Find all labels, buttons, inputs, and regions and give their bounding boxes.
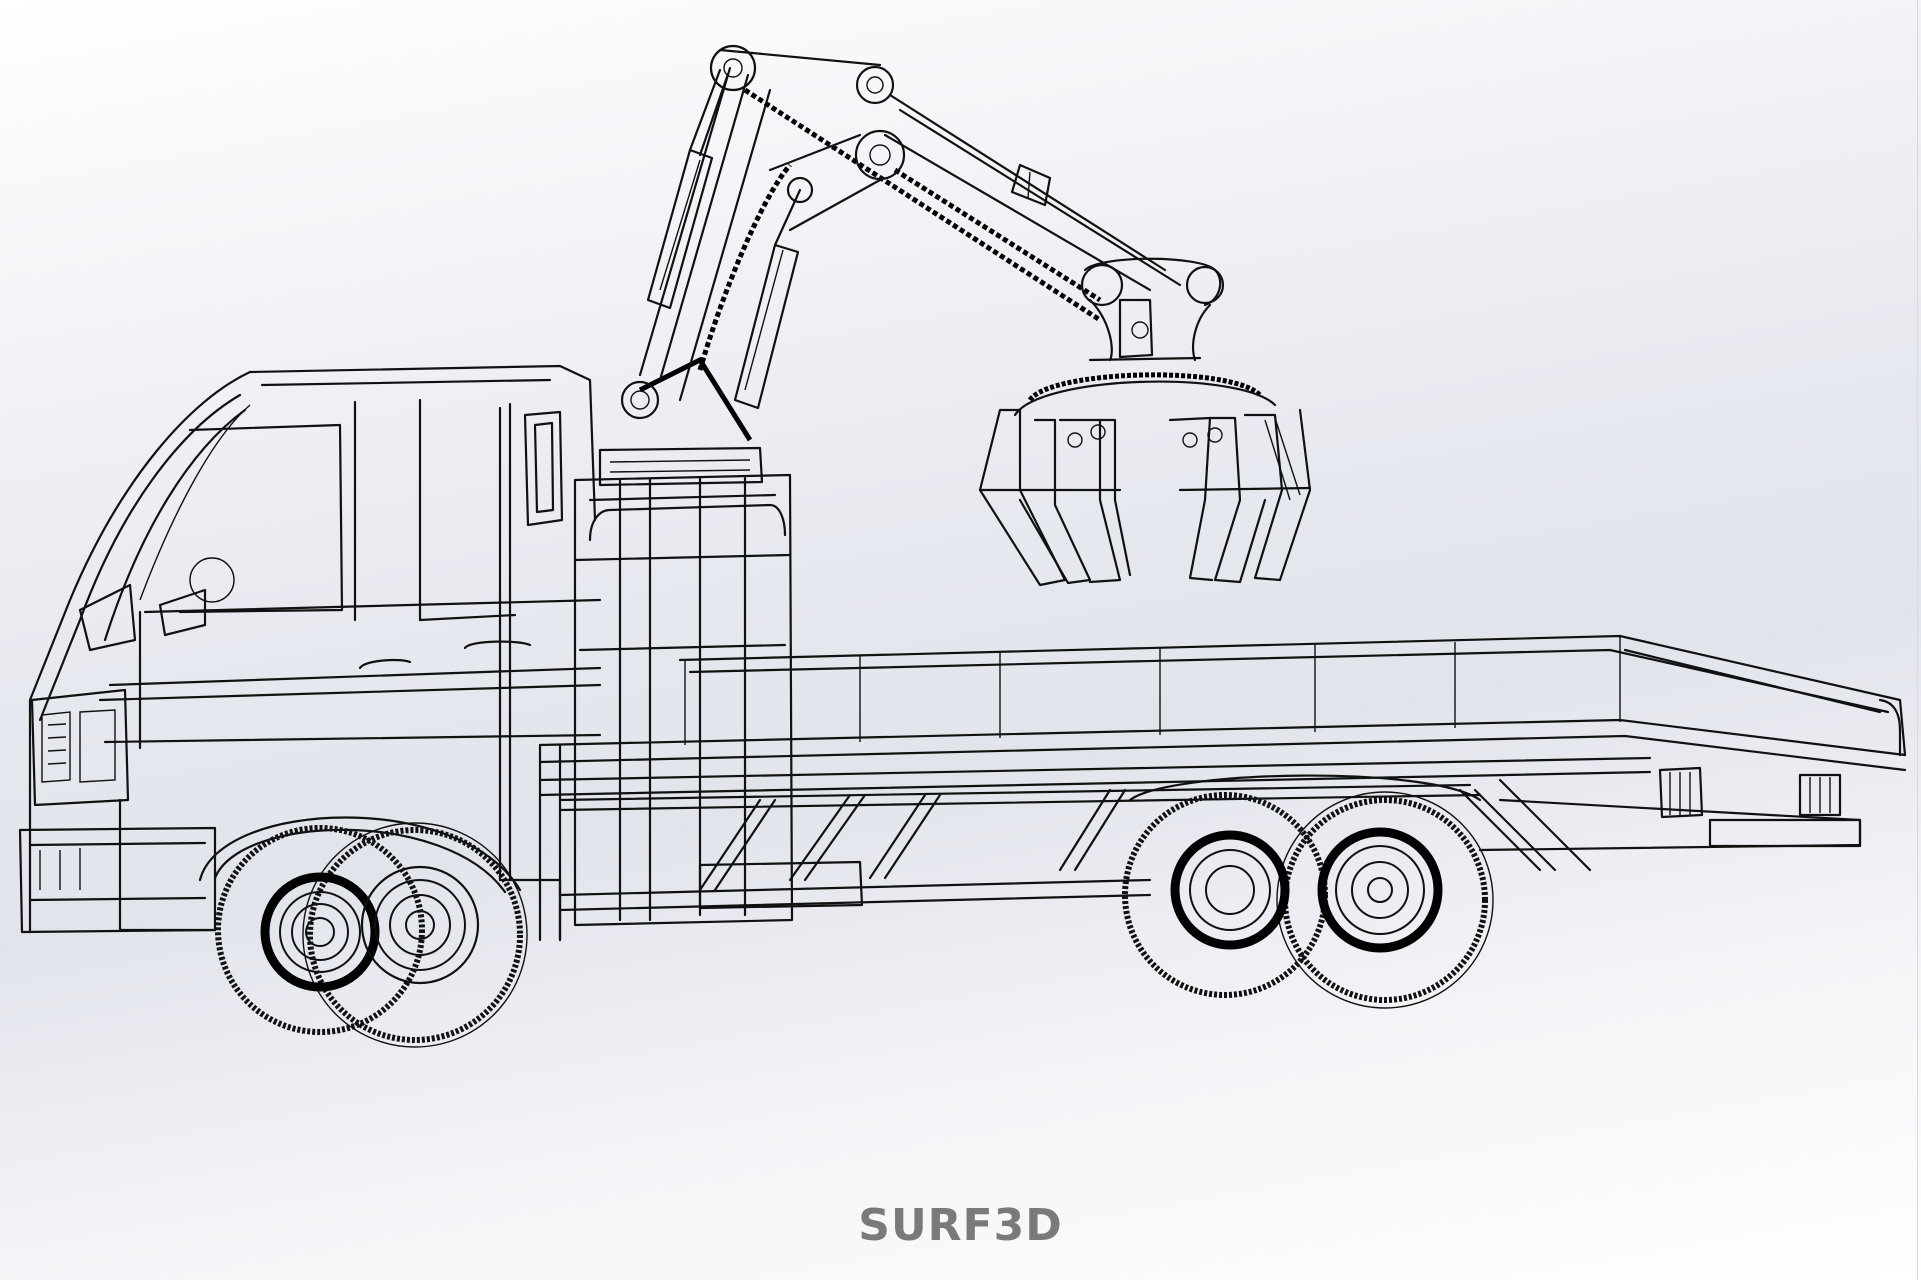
crane-arm (573, 44, 1225, 927)
watermark-logo: SURF3D (858, 1200, 1063, 1251)
viewport-edge-line (1917, 0, 1918, 1280)
grapple-claws (978, 372, 1312, 587)
truck-cab (18, 364, 602, 942)
front-wheels (215, 822, 528, 1048)
rear-wheels (1122, 791, 1494, 1009)
flatbed (538, 634, 1907, 942)
